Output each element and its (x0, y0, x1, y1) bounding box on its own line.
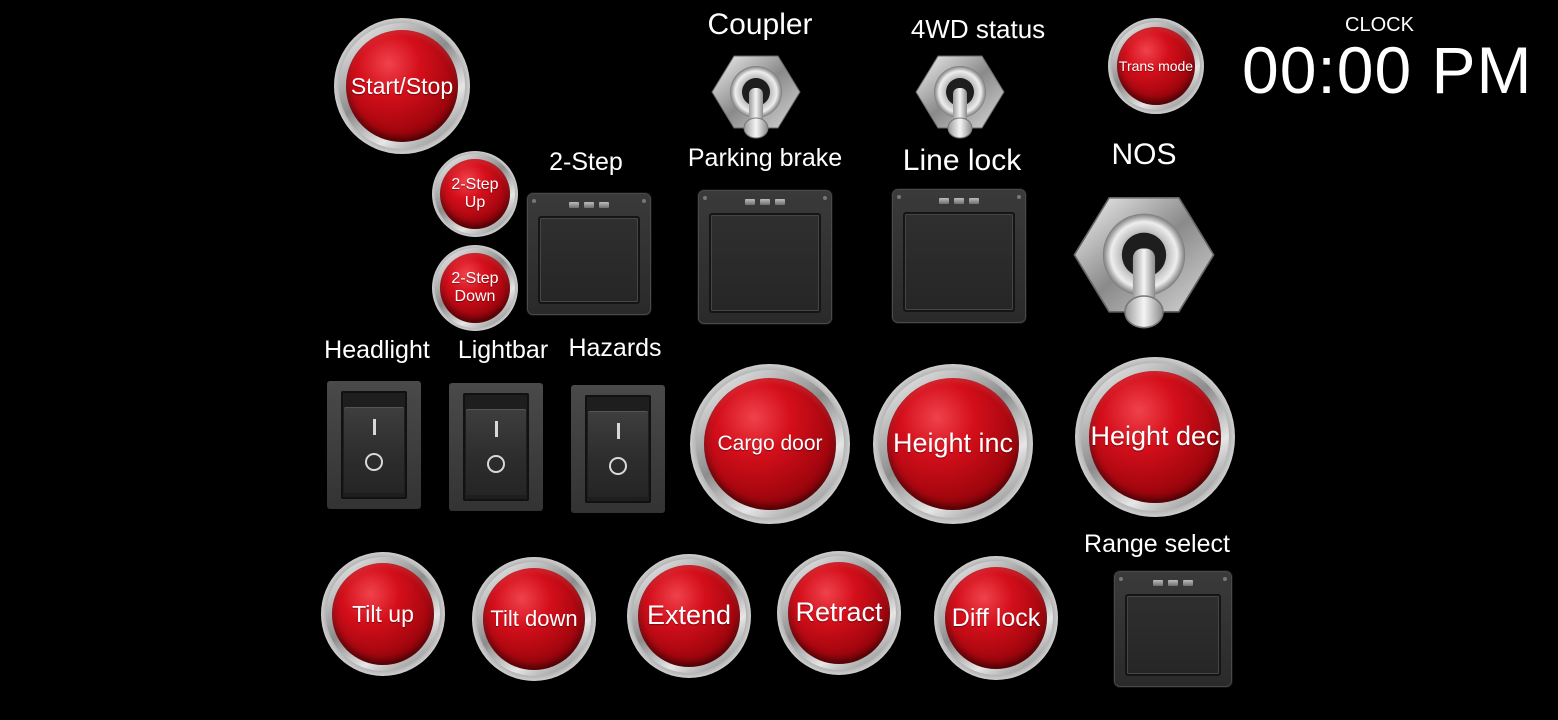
headlight-label: Headlight (324, 336, 430, 364)
coupler-label: Coupler (707, 8, 813, 41)
cargo-door-label: Cargo door (717, 431, 823, 455)
two-step-switch[interactable] (527, 193, 651, 315)
tilt-down-label: Tilt down (490, 606, 578, 632)
retract-button[interactable]: Retract (777, 551, 901, 675)
two-step-label: 2-Step (549, 148, 623, 176)
off-mark-icon (365, 453, 383, 471)
on-mark-icon (494, 421, 498, 437)
four-wd-toggle-switch[interactable] (912, 48, 1008, 140)
tilt-down-button[interactable]: Tilt down (472, 557, 596, 681)
toggle-switch-icon (915, 55, 1005, 139)
headlight-rocker-switch[interactable] (327, 381, 421, 509)
start-stop-button[interactable]: Start/Stop (334, 18, 470, 154)
clock-title: CLOCK (1345, 14, 1414, 36)
height-dec-button[interactable]: Height dec (1075, 357, 1235, 517)
off-mark-icon (487, 455, 505, 473)
retract-label: Retract (795, 597, 883, 628)
two-step-up-button[interactable]: 2-Step Up (432, 151, 518, 237)
range-select-label: Range select (1084, 530, 1230, 558)
two-step-down-label: 2-Step Down (451, 269, 499, 305)
diff-lock-label: Diff lock (951, 603, 1041, 632)
indicator-leds (745, 199, 785, 205)
lightbar-label: Lightbar (457, 336, 549, 364)
off-mark-icon (609, 457, 627, 475)
cargo-door-button[interactable]: Cargo door (690, 364, 850, 524)
line-lock-label: Line lock (902, 144, 1022, 177)
four-wd-status-label: 4WD status (910, 14, 1046, 44)
nos-label: NOS (1111, 138, 1177, 171)
coupler-toggle-switch[interactable] (708, 48, 804, 140)
height-inc-label: Height inc (892, 428, 1014, 459)
hazards-label: Hazards (568, 334, 662, 362)
height-dec-label: Height dec (1090, 421, 1220, 452)
toggle-switch-icon (711, 55, 801, 139)
parking-brake-switch[interactable] (698, 190, 832, 324)
on-mark-icon (616, 423, 620, 439)
diff-lock-button[interactable]: Diff lock (934, 556, 1058, 680)
toggle-switch-icon (1073, 197, 1215, 329)
start-stop-label: Start/Stop (350, 72, 454, 99)
trans-mode-label: Trans mode (1118, 57, 1194, 74)
clock-time: 00:00 PM (1242, 33, 1533, 107)
indicator-leds (939, 198, 979, 204)
two-step-up-label: 2-Step Up (451, 175, 499, 211)
indicator-leds (1153, 580, 1193, 586)
line-lock-switch[interactable] (892, 189, 1026, 323)
tilt-up-button[interactable]: Tilt up (321, 552, 445, 676)
extend-button[interactable]: Extend (627, 554, 751, 678)
on-mark-icon (372, 419, 376, 435)
hazards-rocker-switch[interactable] (571, 385, 665, 513)
extend-label: Extend (646, 600, 732, 631)
trans-mode-button[interactable]: Trans mode (1108, 18, 1204, 114)
range-select-switch[interactable] (1114, 571, 1232, 687)
parking-brake-label: Parking brake (687, 144, 843, 172)
tilt-up-label: Tilt up (352, 600, 414, 627)
indicator-leds (569, 202, 609, 208)
nos-toggle-switch[interactable] (1068, 184, 1220, 332)
two-step-down-button[interactable]: 2-Step Down (432, 245, 518, 331)
lightbar-rocker-switch[interactable] (449, 383, 543, 511)
height-inc-button[interactable]: Height inc (873, 364, 1033, 524)
